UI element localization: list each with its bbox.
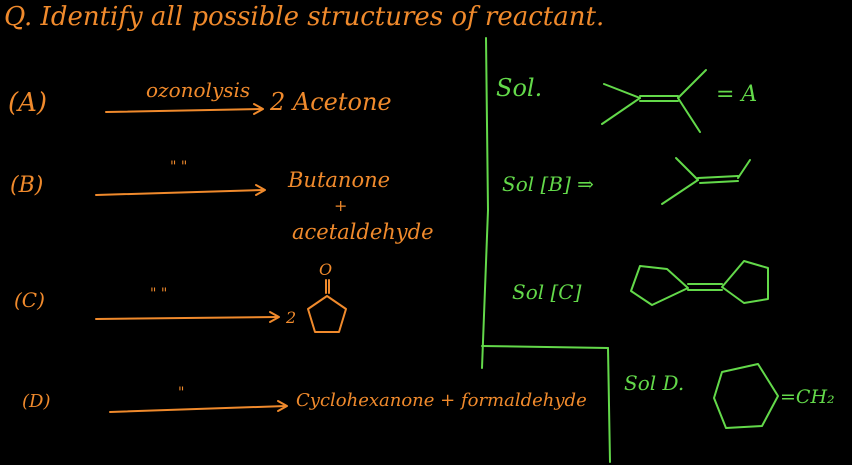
reaction-a-label: (A) — [8, 88, 48, 118]
product-d: Cyclohexanone + formaldehyde — [296, 390, 587, 411]
reaction-arrow-c — [95, 311, 280, 323]
reaction-c-label: (C) — [14, 288, 45, 312]
product-c-coefficient: 2 — [286, 308, 297, 327]
structure-a-alkene — [601, 69, 707, 133]
solution-d-label: Sol D. — [624, 371, 685, 395]
structure-d-methylenecyclohexane — [713, 363, 779, 429]
cyclopentanone-structure — [307, 279, 347, 333]
reaction-arrow-d — [109, 400, 288, 413]
reagent-b: " " — [170, 159, 188, 175]
reagent-c: " " — [150, 286, 168, 302]
structure-b-alkene — [661, 157, 751, 205]
solution-a-label: Sol. — [496, 74, 543, 102]
reaction-d-label: (D) — [22, 391, 51, 412]
reaction-arrow-b — [95, 184, 266, 196]
product-b-2: acetaldehyde — [292, 220, 434, 244]
question-text: Q. Identify all possible structures of r… — [4, 2, 605, 32]
reagent-d: " — [178, 385, 185, 401]
product-b-plus: + — [334, 196, 348, 215]
solution-c-label: Sol [C] — [512, 280, 582, 304]
solution-divider — [481, 37, 611, 463]
product-c-oxygen: O — [319, 260, 333, 279]
reagent-a: ozonolysis — [146, 78, 251, 102]
solution-b-label: Sol [B] ⇒ — [502, 172, 594, 196]
solution-a-answer: = A — [716, 82, 758, 107]
structure-c-bicyclopentylidene — [630, 260, 769, 306]
product-a: 2 Acetone — [270, 88, 392, 116]
product-b-1: Butanone — [288, 168, 391, 192]
reaction-b-label: (B) — [10, 173, 44, 198]
solution-d-group: =CH₂ — [780, 386, 835, 408]
reaction-arrow-a — [105, 103, 264, 115]
